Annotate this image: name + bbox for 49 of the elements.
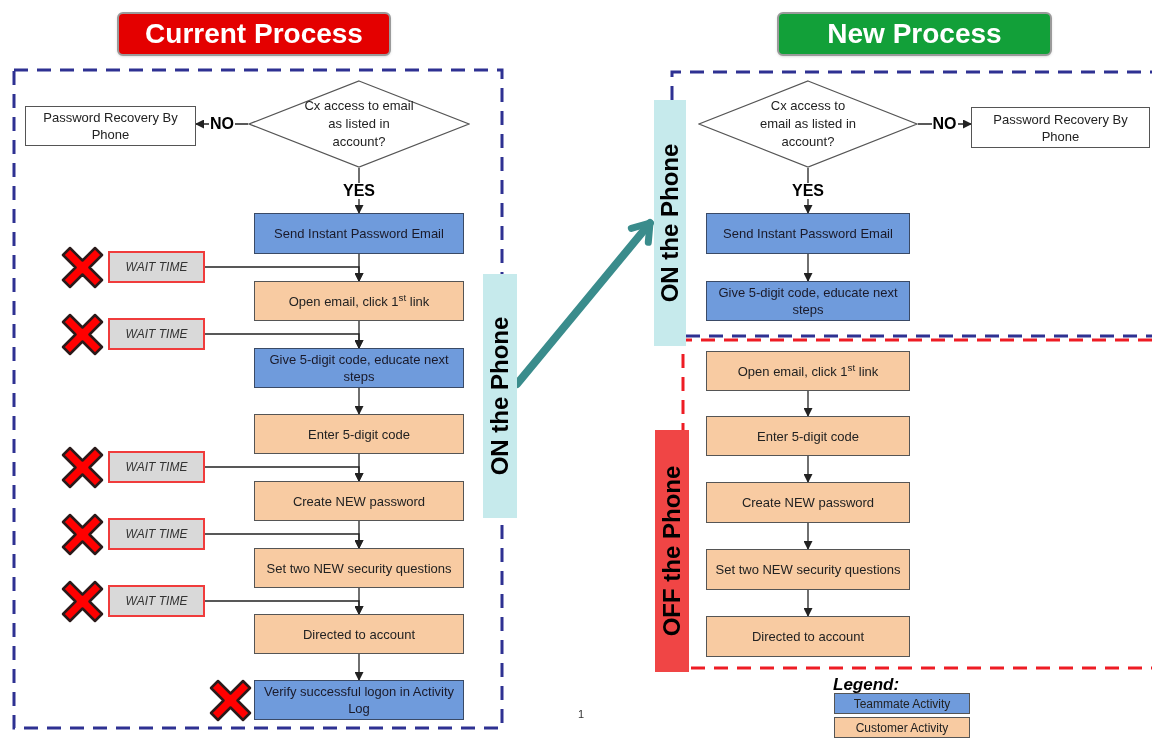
decision-diamond: Cx access to email as listed in account?	[698, 80, 918, 168]
process-box: Directed to account	[254, 614, 464, 654]
edge-label: NO	[209, 116, 235, 132]
arrow	[803, 522, 813, 550]
process-box: Send Instant Password Email	[254, 213, 464, 254]
wait-time-box: WAIT TIME	[108, 518, 205, 550]
phase-band: ON the Phone	[483, 274, 517, 518]
process-box: Send Instant Password Email	[706, 213, 910, 254]
process-box: Directed to account	[706, 616, 910, 657]
process-box: Create NEW password	[254, 481, 464, 521]
phase-band: ON the Phone	[654, 100, 686, 346]
process-box: Set two NEW security questions	[254, 548, 464, 588]
arrow	[204, 333, 364, 349]
arrow	[204, 533, 364, 549]
process-box: Enter 5-digit code	[706, 416, 910, 456]
process-box: Set two NEW security questions	[706, 549, 910, 590]
edge-label: NO	[931, 116, 958, 132]
arrow	[204, 600, 364, 615]
legend-swatch: Customer Activity	[834, 717, 970, 738]
arrow	[354, 653, 364, 681]
arrow	[204, 266, 364, 282]
wait-time-box: WAIT TIME	[108, 585, 205, 617]
process-box: Enter 5-digit code	[254, 414, 464, 454]
process-box: Create NEW password	[706, 482, 910, 523]
page-number: 1	[578, 707, 585, 722]
process-box: Verify successful logon in Activity Log	[254, 680, 464, 720]
edge-label: YES	[342, 182, 376, 199]
legend-swatch: Teammate Activity	[834, 693, 970, 714]
arrow	[803, 589, 813, 617]
phase-band: OFF the Phone	[655, 430, 689, 672]
process-box: Password Recovery By Phone	[971, 107, 1150, 148]
arrow	[803, 390, 813, 417]
arrow	[354, 387, 364, 415]
wait-time-box: WAIT TIME	[108, 251, 205, 283]
decision-diamond: Cx access to email as listed in account?	[248, 80, 470, 168]
process-box: Open email, click 1$^{st}$ link	[706, 351, 910, 391]
section-title: New Process	[777, 12, 1052, 56]
edge-label: YES	[791, 182, 825, 199]
legend-title: Legend:	[833, 674, 900, 696]
arrow	[204, 466, 364, 482]
wait-time-box: WAIT TIME	[108, 451, 205, 483]
process-box: Password Recovery By Phone	[25, 106, 196, 146]
arrow	[803, 455, 813, 483]
process-box: Give 5-digit code, educate next steps	[254, 348, 464, 388]
arrow	[803, 253, 813, 282]
process-box: Give 5-digit code, educate next steps	[706, 281, 910, 321]
section-title: Current Process	[117, 12, 391, 56]
process-box: Open email, click 1$^{st}$ link	[254, 281, 464, 321]
wait-time-box: WAIT TIME	[108, 318, 205, 350]
